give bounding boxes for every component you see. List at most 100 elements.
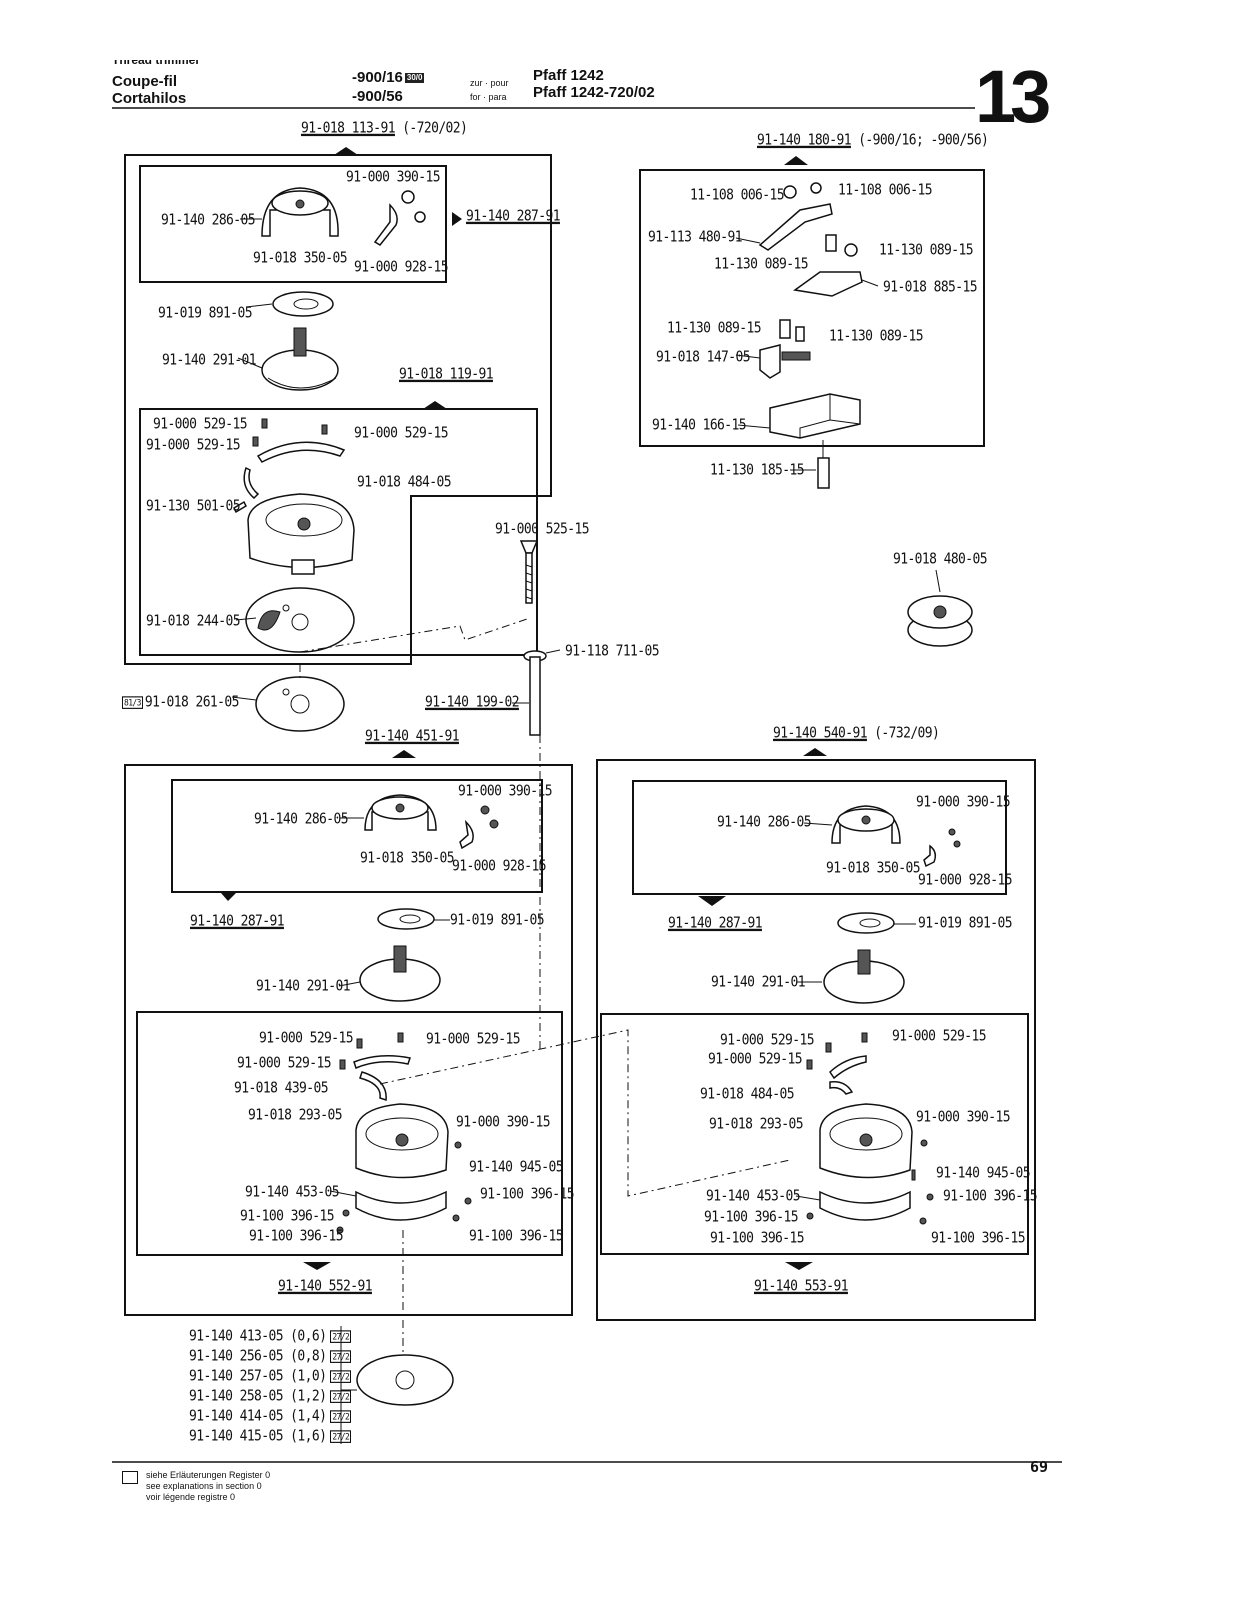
part-label: 91-019 891-05 (158, 305, 253, 323)
bobbin-art (907, 569, 973, 647)
part-label: 91-000 390-15 (346, 169, 441, 187)
part-label: 11-108 006-15 (838, 182, 933, 200)
part-label: 91-118 711-05 (565, 643, 660, 661)
plate-list-item: 91-140 415-05 (1,6)27/2 (189, 1428, 352, 1446)
legend-line-de: siehe Erläuterungen Register 0 (146, 1470, 271, 1480)
part-label: 91-140 291-01 (162, 352, 257, 370)
part-label: 91-018 484-05 (700, 1086, 795, 1104)
part-label: 91-018 293-05 (709, 1116, 804, 1134)
title-line-en: Thread trimmer (112, 53, 201, 67)
assembly-91-018-113-91-frame (124, 147, 552, 665)
model-2: Pfaff 1242-720/02 (533, 84, 655, 101)
assembly-91-140-540-91-frame (596, 748, 1036, 1321)
part-label: 91-100 396-15 (480, 1186, 575, 1204)
part-badge: 81/3 (122, 696, 143, 709)
part-label: 91-140 945-05 (469, 1159, 564, 1177)
leader-lines (231, 218, 916, 1201)
part-label: 91-000 529-15 (426, 1031, 521, 1049)
assembly-91-018-113-91-parts (233, 187, 426, 653)
assembly-91-140-451-91-parts (336, 794, 791, 1360)
part-label: 91-000 390-15 (916, 1109, 1011, 1127)
assembly-label-287-91-right: 91-140 287-91 (668, 915, 763, 933)
part-label: 91-018 350-05 (360, 850, 455, 868)
assembly-label-553-91: 91-140 553-91 (754, 1278, 849, 1296)
part-label: 91-000 529-15 (153, 416, 248, 434)
part-label: 91-018 244-05 (146, 613, 241, 631)
needle-plate-art (340, 1326, 454, 1444)
part-label: 11-108 006-15 (690, 187, 785, 205)
plate-list-item: 91-140 258-05 (1,2)27/2 (189, 1388, 352, 1406)
for-para-label: for · para (470, 92, 507, 102)
assembly-91-140-180-91-frame (639, 156, 985, 447)
part-label: 91-000 529-15 (237, 1055, 332, 1073)
part-label: 91-018 293-05 (248, 1107, 343, 1125)
part-label: 91-140 166-15 (652, 417, 747, 435)
part-label: 91-000 529-15 (146, 437, 241, 455)
part-label: 11-130 089-15 (879, 242, 974, 260)
part-label: 11-130 089-15 (829, 328, 924, 346)
assembly-label-552-91: 91-140 552-91 (278, 1278, 373, 1296)
part-label: 91-100 396-15 (249, 1228, 344, 1246)
part-label: 91-018 885-15 (883, 279, 978, 297)
part-label: 91-140 945-05 (936, 1165, 1031, 1183)
assembly-label-119-91: 91-018 119-91 (399, 366, 494, 384)
variant-2: -900/56 (352, 88, 403, 105)
plate-list-item: 91-140 414-05 (1,4)27/2 (189, 1408, 352, 1426)
assembly-label-180-91: 91-140 180-91 (-900/16; -900/56) (757, 132, 989, 150)
plate-list-item: 91-140 413-05 (0,6)27/2 (189, 1328, 352, 1346)
assembly-label-540-91: 91-140 540-91 (-732/09) (773, 725, 940, 743)
part-label: 91-000 529-15 (259, 1030, 354, 1048)
legend-line-fr: voir légende registre 0 (146, 1492, 236, 1502)
part-label: 91-000 390-15 (456, 1114, 551, 1132)
assembly-91-140-540-91-parts (806, 805, 961, 1225)
part-label: 91-000 529-15 (708, 1051, 803, 1069)
part-label: 91-000 525-15 (495, 521, 590, 539)
part-label: 91-018 480-05 (893, 551, 988, 569)
part-label: 91-018 350-05 (253, 250, 348, 268)
part-label: 91-100 396-15 (931, 1230, 1026, 1248)
legend-line-en: see explanations in section 0 (146, 1481, 262, 1491)
section-number: 13 (975, 55, 1051, 138)
assembly-label-287-91-left: 91-140 287-91 (190, 913, 285, 931)
part-label: 11-130 185-15 (710, 462, 805, 480)
part-label: 91-100 396-15 (943, 1188, 1038, 1206)
part-label: 91-000 529-15 (892, 1028, 987, 1046)
plate-list-item: 91-140 256-05 (0,8)27/2 (189, 1348, 352, 1366)
part-label: 91-000 529-15 (720, 1032, 815, 1050)
part-label: 91-019 891-05 (918, 915, 1013, 933)
part-label: 91-100 396-15 (710, 1230, 805, 1248)
title-line-es: Cortahilos (112, 90, 187, 107)
part-label: 91-000 928-15 (918, 872, 1013, 890)
title-line-fr: Coupe-fil (112, 73, 177, 90)
plate-list-item: 91-140 257-05 (1,0)27/2 (189, 1368, 352, 1386)
assembly-label-199-02: 91-140 199-02 (425, 694, 520, 712)
variant-1-badge: 30/0 (404, 73, 425, 83)
assembly-label-287-91-top: 91-140 287-91 (466, 208, 561, 226)
part-label: 91-018 439-05 (234, 1080, 329, 1098)
part-label: 91-100 396-15 (240, 1208, 335, 1226)
part-label: 91-140 286-05 (161, 212, 256, 230)
model-1: Pfaff 1242 (533, 67, 604, 84)
zur-pour-label: zur · pour (470, 78, 509, 88)
part-label: 91-000 928-15 (452, 858, 547, 876)
assembly-91-140-451-91-frame (124, 750, 573, 1316)
part-label: 91-100 396-15 (469, 1228, 564, 1246)
page-number: 69 (1030, 1458, 1049, 1476)
part-label: 91-140 291-01 (711, 974, 806, 992)
part-label: 91-100 396-15 (704, 1209, 799, 1227)
assembly-91-140-180-91-parts (758, 182, 863, 489)
part-label: 91-019 891-05 (450, 912, 545, 930)
plate-91-018-261-05-art (255, 664, 345, 732)
assembly-label-451-91: 91-140 451-91 (365, 728, 460, 746)
part-label: 91-018 147-05 (656, 349, 751, 367)
part-label: 91-140 453-05 (245, 1184, 340, 1202)
part-label: 91-000 928-15 (354, 259, 449, 277)
part-label: 91-113 480-91 (648, 229, 743, 247)
part-label: 91-140 286-05 (717, 814, 812, 832)
part-label: 91-000 390-15 (916, 794, 1011, 812)
assembly-label-113-91: 91-018 113-91 (-720/02) (301, 120, 468, 138)
part-label: 11-130 089-15 (714, 256, 809, 274)
